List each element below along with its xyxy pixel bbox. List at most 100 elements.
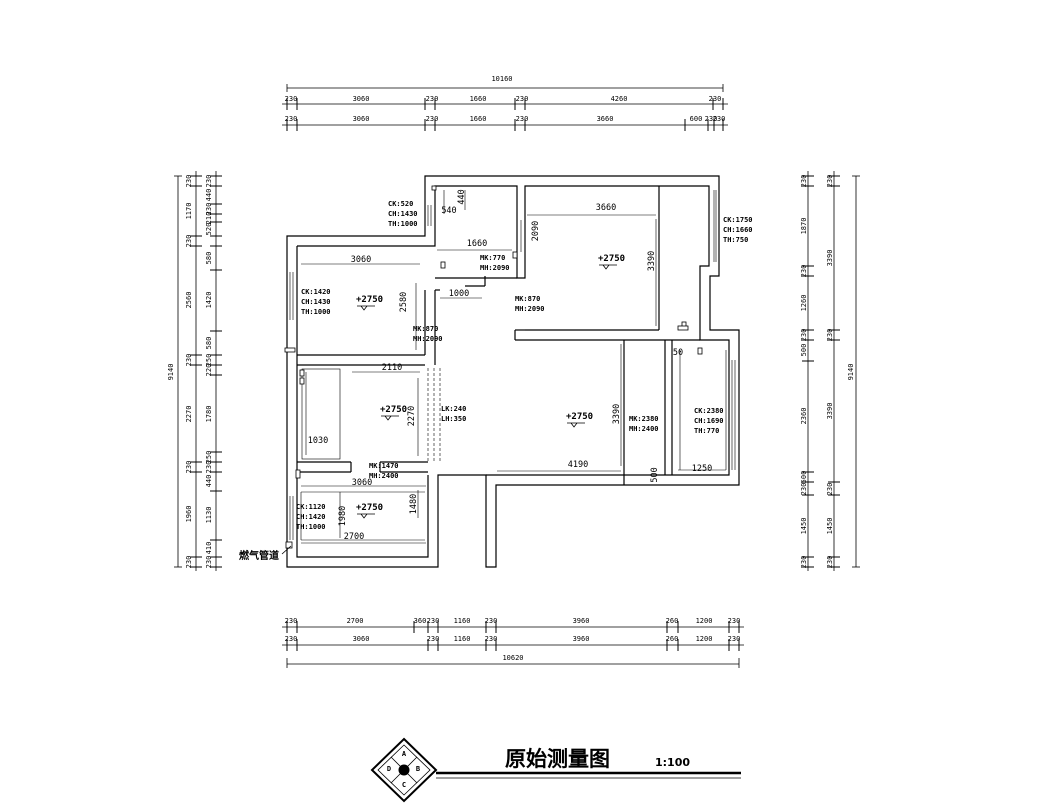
note-line: CH:1660 — [723, 226, 753, 234]
dim-label: 1870 — [800, 218, 808, 235]
room-dim-master-width: 3660 — [596, 203, 616, 213]
note-line: MH:2090 — [413, 335, 443, 343]
note-line: CK:2380 — [694, 407, 724, 415]
dims-top-row2: 230 3060 230 1660 230 3660 600 230 230 — [285, 115, 726, 123]
dims-right-outer: 230 1870 230 1260 230 2360 230 1450 230 — [800, 175, 808, 569]
dim-label: 1130 — [205, 507, 213, 524]
note-line: TH:770 — [694, 427, 719, 435]
dim-label: 600 — [690, 115, 703, 123]
dim-label: 2270 — [185, 406, 193, 423]
dim-label: 230 — [728, 617, 741, 625]
dim-label: 2560 — [185, 292, 193, 309]
dim-label: 3060 — [353, 635, 370, 643]
dim-label: 230 — [205, 461, 213, 474]
opening-notes: CK:520 CH:1430 TH:1000 CK:1750 CH:1660 T… — [296, 200, 753, 531]
room-dim-balcony-500: 500 — [650, 467, 660, 482]
dims-left-outer: 230 1170 230 2560 230 2270 230 1960 230 — [185, 175, 193, 569]
note-window-kitchen: CK:1120 CH:1420 TH:1000 — [296, 503, 326, 531]
dim-label: 230 — [826, 556, 834, 569]
dim-label: 230 — [285, 115, 298, 123]
dim-label: 230 — [427, 635, 440, 643]
note-door-living: MK:870 MH:2090 — [413, 325, 443, 343]
dim-label: 4260 — [611, 95, 628, 103]
level-label: +2750 — [566, 412, 593, 422]
room-dim-kitchen-height-inner: 1480 — [409, 494, 419, 514]
dim-label: 230 — [185, 354, 193, 367]
dim-label: 230 — [826, 175, 834, 188]
dim-label: 3390 — [826, 403, 834, 420]
note-window-master: CK:1750 CH:1660 TH:750 — [723, 216, 753, 244]
room-dim-kitchen-height: 1980 — [338, 506, 348, 526]
title-block: A B C D 原始测量图 1:100 — [370, 737, 741, 803]
dim-label: 230 — [285, 617, 298, 625]
room-dimensions: 3060 2580 2110 2270 1030 3060 2700 1980 … — [308, 189, 712, 542]
dim-label: 230 — [826, 329, 834, 342]
note-door-bedroom: MK:1470 MH:2400 — [369, 462, 399, 480]
room-dim-stair-540: 540 — [441, 206, 456, 216]
note-line: TH:1000 — [301, 308, 331, 316]
dim-label: 230 — [800, 329, 808, 342]
dim-label: 500 — [800, 344, 808, 357]
room-dim-stair-440: 440 — [457, 189, 467, 204]
level-marker-dining: +2750 — [566, 412, 593, 428]
dim-label: 1660 — [470, 115, 487, 123]
room-dim-balcony-50: 50 — [673, 348, 683, 358]
dim-label: 230 — [285, 95, 298, 103]
dim-label: 1450 — [826, 518, 834, 535]
note-line: CH:1690 — [694, 417, 724, 425]
room-dim-stair-landing: 1000 — [449, 289, 469, 299]
level-label: +2750 — [356, 503, 383, 513]
room-dim-master-height: 3390 — [647, 251, 657, 271]
dim-label: 230 — [826, 483, 834, 496]
note-line: MH:2090 — [515, 305, 545, 313]
dim-label: 230 — [728, 635, 741, 643]
level-marker-kitchen: +2750 — [356, 503, 383, 519]
dim-label: 1170 — [185, 203, 193, 220]
dims-left — [174, 171, 222, 571]
room-dim-living-height: 2580 — [399, 292, 409, 312]
room-dim-stair-width: 1660 — [467, 239, 487, 249]
dim-left-total: 9140 — [167, 364, 175, 381]
dim-right-total: 9140 — [847, 364, 855, 381]
note-window-living: CK:1420 CH:1430 TH:1000 — [301, 288, 331, 316]
dim-label: 1660 — [470, 95, 487, 103]
dim-label: 230 — [205, 556, 213, 569]
note-line: CK:1750 — [723, 216, 753, 224]
note-line: MK:2380 — [629, 415, 659, 423]
note-line: CH:1430 — [388, 210, 418, 218]
dim-label: 1200 — [696, 635, 713, 643]
dim-label: 260 — [666, 635, 679, 643]
dim-label: 230 — [800, 175, 808, 188]
note-line: CK:1120 — [296, 503, 326, 511]
dim-label: 230 — [705, 115, 718, 123]
dim-label: 1420 — [205, 292, 213, 309]
dim-label: 3060 — [353, 95, 370, 103]
dim-top-total: 10160 — [491, 75, 512, 83]
dim-label: 230 — [800, 265, 808, 278]
level-label: +2750 — [356, 295, 383, 305]
dim-label: 250 — [205, 354, 213, 367]
note-line: MH:2090 — [480, 264, 510, 272]
level-marker-bedroom: +2750 — [380, 405, 407, 421]
diamond-badge-icon — [370, 737, 438, 803]
dim-label: 230 — [485, 635, 498, 643]
dim-label: 1450 — [800, 518, 808, 535]
badge-letter-a: A — [402, 750, 407, 758]
level-markers: +2750 +2750 +2750 +2750 +2750 — [356, 254, 625, 519]
note-line: MK:870 — [515, 295, 540, 303]
gas-pipe-leader — [281, 545, 292, 555]
dim-label: 230 — [185, 461, 193, 474]
note-line: CH:1420 — [296, 513, 326, 521]
dim-label: 230 — [713, 115, 726, 123]
dim-label: 3960 — [573, 617, 590, 625]
dim-label: 3390 — [826, 250, 834, 267]
note-door-stair: MK:770 MH:2090 — [480, 254, 510, 272]
dims-bottom — [282, 621, 744, 668]
note-line: CH:1430 — [301, 298, 331, 306]
note-line: MK:770 — [480, 254, 505, 262]
note-door-master: MK:870 MH:2090 — [515, 295, 545, 313]
dim-label: 1780 — [205, 406, 213, 423]
dim-label: 250 — [205, 451, 213, 464]
dim-label: 230 — [485, 617, 498, 625]
dim-label: 410 — [205, 542, 213, 555]
